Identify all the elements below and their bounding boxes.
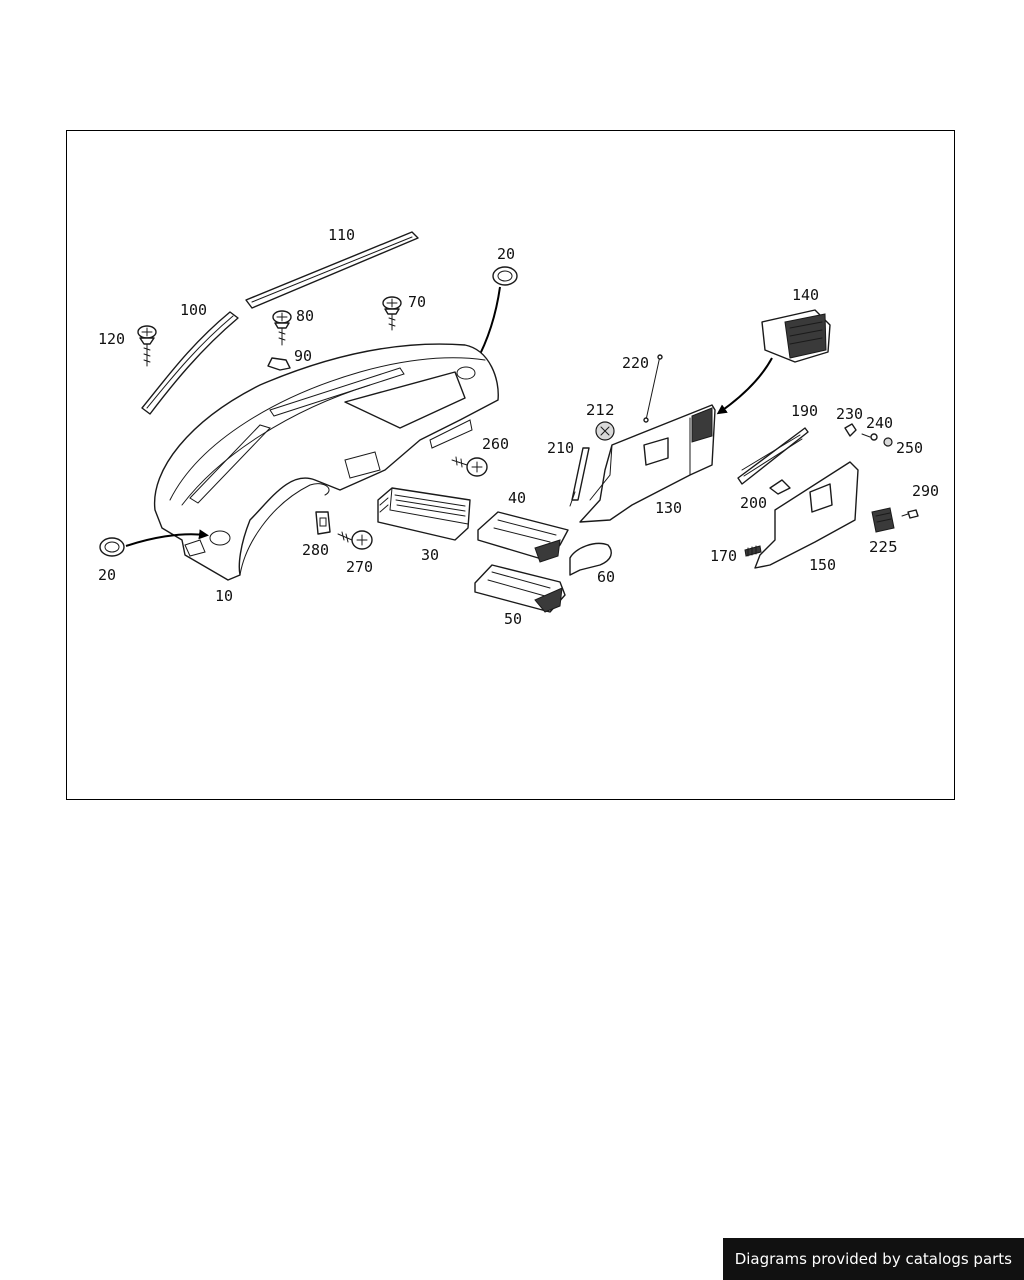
callout-140: 140 [792,286,819,304]
callout-200: 200 [740,494,767,512]
part-120-screw [137,325,157,367]
part-270-screw [337,530,373,550]
part-80-screw [272,310,292,346]
leader-arrow-20-lower [125,529,209,547]
callout-100: 100 [180,301,207,319]
part-240-screw [861,433,878,441]
part-200-clip [769,479,791,495]
callout-130: 130 [655,499,682,517]
callout-60: 60 [597,568,615,586]
callout-170: 170 [710,547,737,565]
callout-120: 120 [98,330,125,348]
leader-arrow-140 [716,357,773,415]
part-110-trim-strip [245,231,419,309]
callout-270: 270 [346,558,373,576]
part-150-glovebox [754,461,859,569]
part-100-trim-strip [141,311,239,415]
part-260-screw [451,456,488,477]
callout-210: 210 [547,439,574,457]
part-50-tray [474,564,566,613]
part-225-switch [871,507,895,533]
credit-text: Diagrams provided by catalogs parts [734,1250,1012,1268]
part-90-clip [267,357,291,371]
callout-250: 250 [896,439,923,457]
part-40-tray [477,511,569,563]
callout-290: 290 [912,482,939,500]
part-170-bolt [744,545,762,557]
part-60-cover [569,542,612,576]
part-280-clip [315,511,331,535]
callout-40: 40 [508,489,526,507]
part-20-lower-grommet [99,537,125,557]
part-130-console-housing [579,404,716,523]
part-190-trim-rail [737,427,809,485]
callout-230: 230 [836,405,863,423]
callout-110: 110 [328,226,355,244]
part-212-damper [595,421,615,441]
part-70-screw [382,296,402,331]
callout-10: 10 [215,587,233,605]
part-250-nut [883,437,893,447]
part-10-dashboard [153,343,499,581]
callout-50: 50 [504,610,522,628]
callout-30: 30 [421,546,439,564]
callout-190: 190 [791,402,818,420]
callout-212: 212 [586,401,615,419]
callout-280: 280 [302,541,329,559]
part-220-rod [643,354,663,423]
callout-225: 225 [869,538,898,556]
callout-70: 70 [408,293,426,311]
callout-80: 80 [296,307,314,325]
part-140-vent [761,309,831,363]
part-290-screw [901,509,919,519]
part-30-center-vent [377,487,471,541]
callout-150: 150 [809,556,836,574]
part-20-upper-grommet [492,266,518,286]
callout-240: 240 [866,414,893,432]
callout-90: 90 [294,347,312,365]
callout-20-lower: 20 [98,566,116,584]
credit-banner: Diagrams provided by catalogs parts [722,1238,1024,1280]
callout-260: 260 [482,435,509,453]
part-210-gas-strut [569,447,590,507]
callout-20-upper: 20 [497,245,515,263]
callout-220: 220 [622,354,649,372]
part-230-fastener [844,423,857,437]
